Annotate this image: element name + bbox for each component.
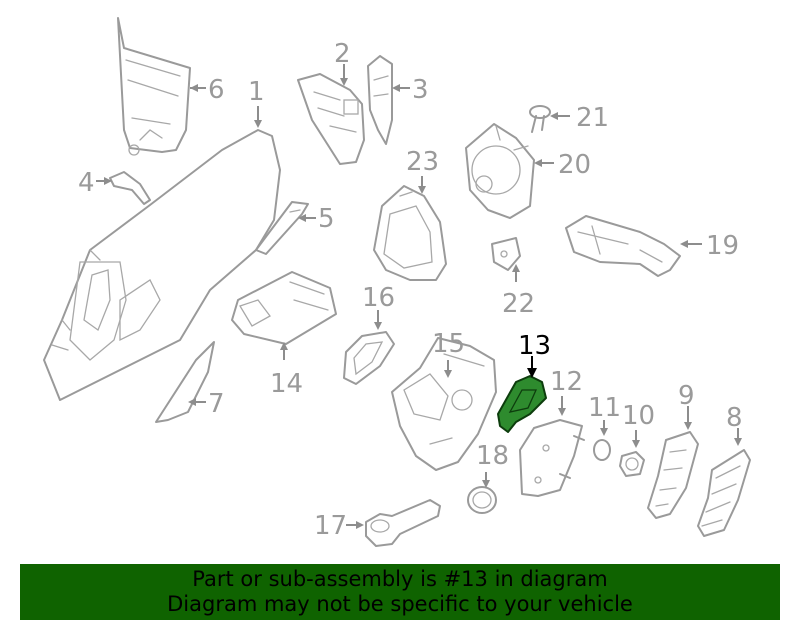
callout-9: 9	[678, 381, 695, 411]
part-9	[647, 431, 699, 519]
parts-diagram: 6 1 4 5 7 2 3	[43, 17, 751, 547]
part-18	[467, 486, 497, 514]
callout-7: 7	[208, 389, 225, 419]
part-8	[697, 449, 751, 537]
part-10	[619, 451, 645, 477]
callout-10: 10	[622, 401, 655, 431]
part-14	[231, 271, 337, 345]
part-19	[565, 215, 681, 277]
part-12	[519, 419, 585, 497]
callout-18: 18	[476, 441, 509, 471]
callout-8: 8	[726, 403, 743, 433]
part-23	[373, 185, 447, 281]
callout-21: 21	[576, 103, 609, 133]
part-16	[343, 331, 395, 385]
banner-line-2: Diagram may not be specific to your vehi…	[167, 592, 633, 616]
part-15	[391, 337, 497, 471]
callout-3: 3	[412, 75, 429, 105]
callout-5: 5	[318, 204, 335, 234]
callout-16: 16	[362, 283, 395, 313]
callout-12: 12	[550, 367, 583, 397]
part-3	[367, 55, 393, 145]
part-13-highlighted	[497, 375, 547, 433]
part-22	[491, 237, 521, 271]
callout-22: 22	[502, 289, 535, 319]
part-17	[365, 499, 441, 547]
callout-23: 23	[406, 147, 439, 177]
part-1	[43, 129, 281, 401]
callout-4: 4	[78, 168, 95, 198]
callout-11: 11	[588, 393, 621, 423]
part-7	[155, 341, 215, 423]
callout-13: 13	[518, 331, 551, 361]
callout-6: 6	[208, 75, 225, 105]
part-11	[593, 439, 611, 461]
callout-15: 15	[432, 329, 465, 359]
callout-1: 1	[248, 77, 265, 107]
part-21	[529, 105, 551, 133]
callout-2: 2	[334, 39, 351, 69]
callout-19: 19	[706, 231, 739, 261]
callout-14: 14	[270, 369, 303, 399]
part-20	[465, 123, 535, 219]
part-4	[109, 171, 151, 205]
banner-line-1: Part or sub-assembly is #13 in diagram	[192, 567, 608, 591]
part-6	[117, 17, 191, 156]
part-2	[297, 73, 365, 165]
info-banner: Part or sub-assembly is #13 in diagram D…	[20, 564, 780, 620]
part-5	[255, 201, 309, 255]
callout-20: 20	[558, 150, 591, 180]
callout-17: 17	[314, 511, 347, 541]
